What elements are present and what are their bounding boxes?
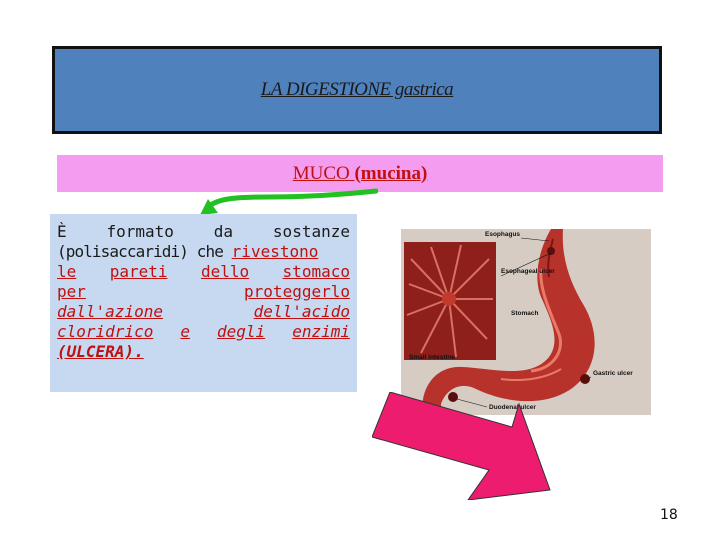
body-line-5: dall'azione dell'acido — [57, 302, 350, 321]
label-small-intestine: Small intestine — [409, 354, 455, 361]
green-pointer-arrow-icon — [200, 188, 378, 215]
muco-heading: MUCO (mucina) — [293, 163, 428, 185]
label-duodenal-ulcer: Duodenal ulcer — [489, 404, 536, 411]
body-line-7: (ULCERA). — [57, 342, 144, 361]
body-line-3: le pareti dello stomaco — [57, 262, 350, 281]
label-esophageal-ulcer: Esophageal ulcer — [501, 268, 555, 275]
label-esophagus: Esophagus — [485, 231, 520, 238]
page-number: 18 — [660, 507, 678, 523]
body-line-6: cloridrico e degli enzimi — [57, 322, 350, 341]
description-box: È formato da sostanze (polisaccaridi) ch… — [50, 214, 357, 392]
body-line-1: È formato da sostanze — [57, 222, 350, 241]
body-line-4: per proteggerlo — [57, 282, 350, 301]
label-stomach: Stomach — [511, 310, 538, 317]
slide-title: LA DIGESTIONE gastrica — [260, 79, 454, 100]
label-gastric-ulcer: Gastric ulcer — [593, 370, 633, 377]
ulcera-arrow-icon — [372, 392, 551, 500]
muco-word: MUCO — [292, 162, 350, 184]
stomach-ulcer-illustration: Esophagus Esophageal ulcer Stomach Small… — [401, 229, 651, 415]
title-box: LA DIGESTIONE gastrica — [52, 46, 662, 134]
mucina-word: (mucina) — [354, 162, 428, 184]
muco-banner: MUCO (mucina) — [57, 155, 663, 192]
body-line-2: (polisaccaridi) che rivestono — [57, 242, 319, 261]
